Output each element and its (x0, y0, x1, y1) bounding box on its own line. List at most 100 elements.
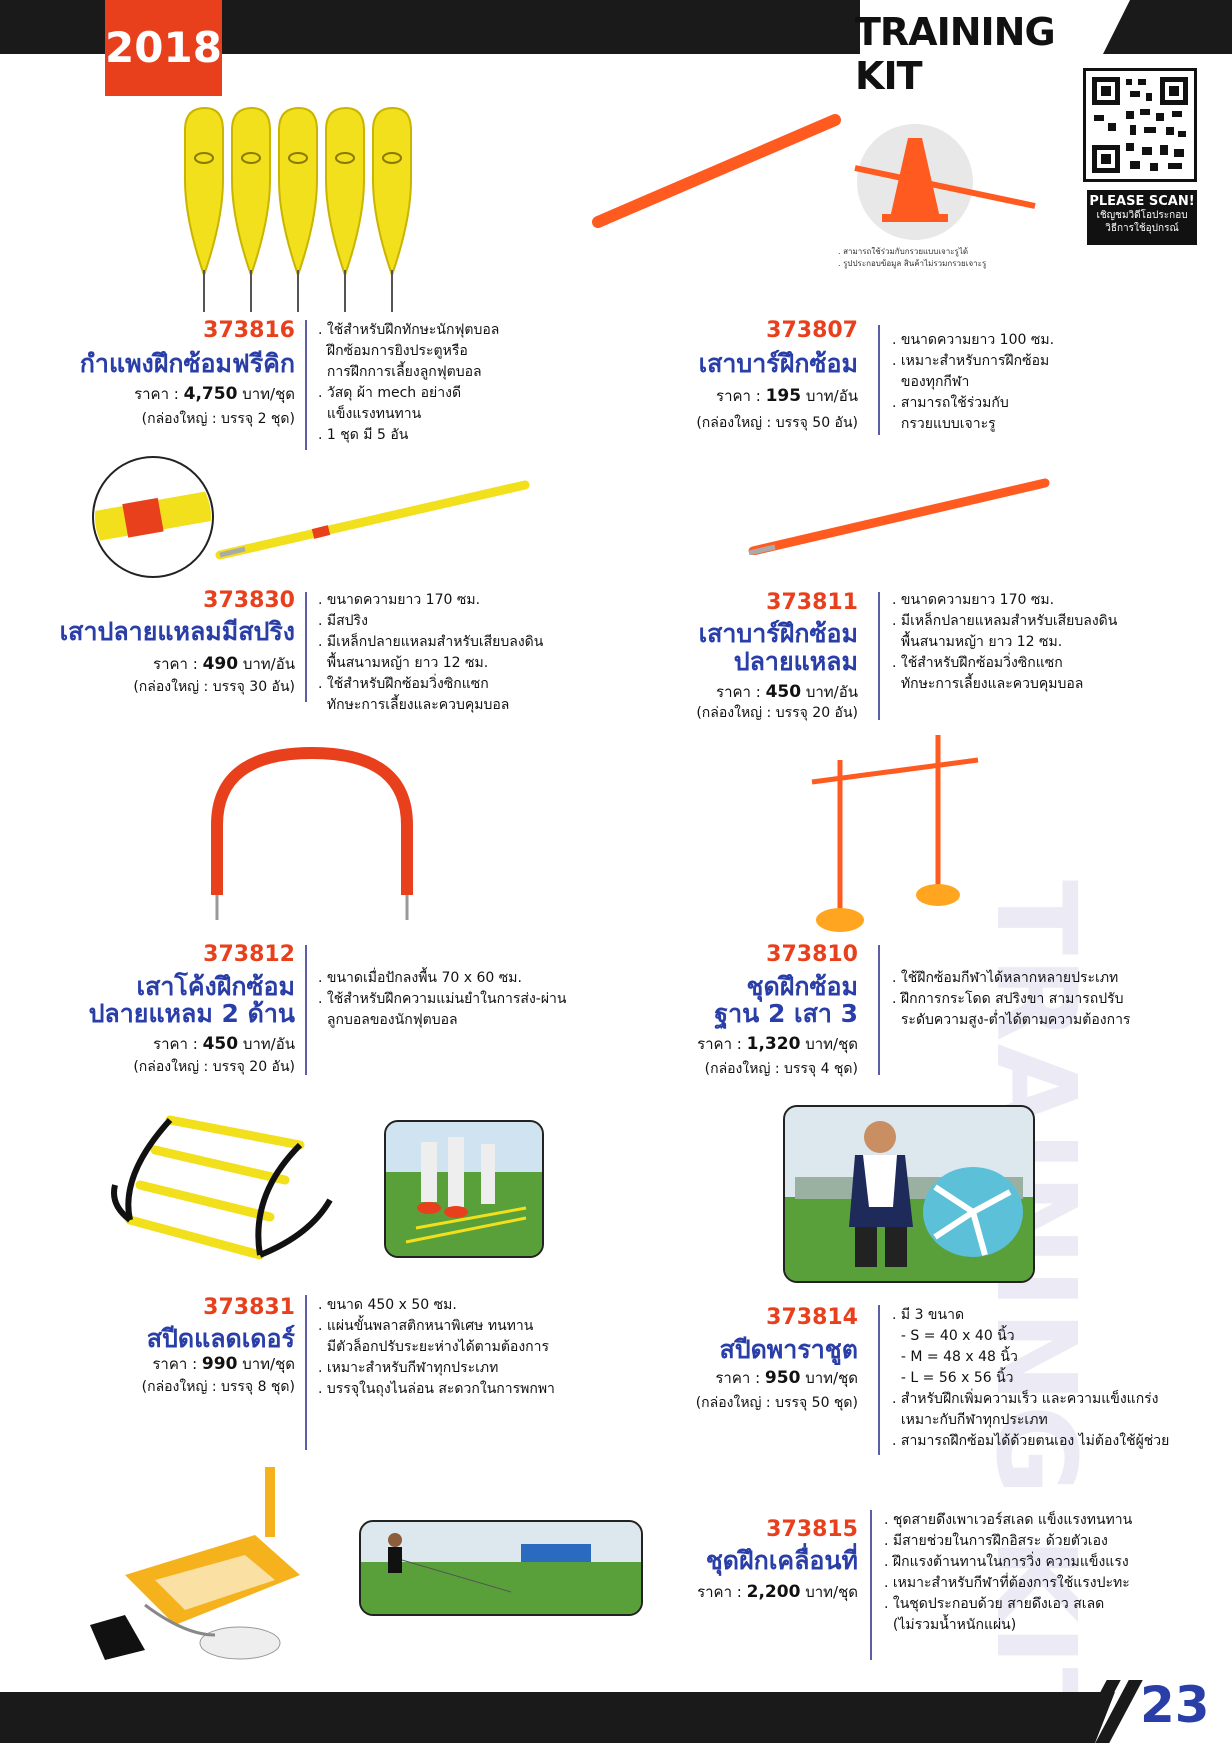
description-line: . เหมาะสำหรับกีฬาที่ต้องการใช้แรงปะทะ (884, 1575, 1130, 1591)
divider (878, 1305, 880, 1455)
product-name-line-2: ฐาน 2 เสา 3 (714, 999, 858, 1028)
scan-line-1: เชิญชมวิดีโอประกอบ (1096, 210, 1188, 221)
description-line: . มีสายช่วยในการฝึกอิสระ ด้วยตัวเอง (884, 1533, 1108, 1549)
bar-pole-image (592, 114, 1036, 240)
product-description: . ขนาดความยาว 100 ซม.. เหมาะสำหรับการฝึก… (892, 330, 1054, 435)
divider (878, 945, 880, 1075)
product-price: ราคา : 2,200 บาท/ชุด (697, 1582, 858, 1602)
header-title-panel (860, 0, 1130, 54)
description-line: . วัสดุ ผ้า mech อย่างดี (318, 385, 462, 401)
description-line: . ฝึกการกระโดด สปริงขา สามารถปรับ (892, 991, 1124, 1007)
description-line: - L = 56 x 56 นิ้ว (892, 1370, 1014, 1386)
description-line: . ขนาดเมื่อปักลงพื้น 70 x 60 ซม. (318, 970, 522, 986)
description-line: ทักษะการเลี้ยงและควบคุมบอล (892, 676, 1084, 692)
qr-code[interactable] (1083, 68, 1197, 182)
description-line: . ใช้สำหรับฝึกความแม่นยำในการส่ง-ผ่าน (318, 991, 567, 1007)
product-price: ราคา : 490 บาท/อัน (153, 654, 295, 674)
divider (870, 1510, 872, 1660)
product-name: เสาโค้งฝึกซ้อม (136, 972, 295, 1001)
description-line: - S = 40 x 40 นิ้ว (892, 1328, 1015, 1344)
description-line: การฝึกการเลี้ยงลูกฟุตบอล (318, 364, 482, 380)
product-name: เสาปลายแหลมมีสปริง (59, 617, 295, 646)
description-line: มีตัวล็อกปรับระยะห่างได้ตามต้องการ (318, 1339, 550, 1355)
sled-photo-image (361, 1522, 641, 1614)
product-code: 373812 (203, 942, 295, 967)
description-line: . มีสปริง (318, 613, 368, 629)
description-line: . มี 3 ขนาด (892, 1307, 965, 1323)
product-box-info: (กล่องใหญ่ : บรรจุ 4 ชุด) (704, 1061, 858, 1077)
qr-code-icon (1092, 77, 1188, 173)
product-code: 373807 (766, 318, 858, 343)
product-description: . ขนาดความยาว 170 ซม. . มีเหล็กปลายแหลมสำ… (892, 590, 1117, 695)
description-line: ฝึกซ้อมการยิงประตูหรือ (318, 343, 468, 359)
product-description: . ขนาด 450 x 50 ซม.. แผ่นขั้นพลาสติกหนาพ… (318, 1295, 555, 1400)
product-box-info: (กล่องใหญ่ : บรรจุ 20 อัน) (696, 705, 858, 721)
divider (305, 945, 307, 1075)
product-code: 373814 (766, 1305, 858, 1330)
description-line: . ใช้สำหรับฝึกซ้อมวิ่งซิกแซก (318, 676, 489, 692)
scan-line-2: วิธีการใช้อุปกรณ์ (1105, 223, 1179, 234)
spring-pole-image (92, 456, 530, 578)
divider (878, 325, 880, 435)
scan-title: PLEASE SCAN! (1089, 194, 1195, 209)
freekick-wall-image (184, 106, 412, 312)
product-price: ราคา : 450 บาท/อัน (716, 682, 858, 702)
divider (878, 592, 880, 720)
product-box-info: (กล่องใหญ่ : บรรจุ 2 ชุด) (141, 411, 295, 427)
description-line: . ใช้สำหรับฝึกทักษะนักฟุตบอล (318, 322, 500, 338)
product-name: สปีดแลดเดอร์ (146, 1324, 295, 1353)
description-line: . สามารถฝึกซ้อมได้ด้วยตนเอง ไม่ต้องใช้ผู… (892, 1433, 1170, 1449)
description-line: . สำหรับฝึกเพิ่มความเร็ว และความแข็งแกร่… (892, 1391, 1159, 1407)
product-code: 373811 (766, 590, 858, 615)
footer-bar (0, 1692, 1232, 1743)
ladder-photo-image (386, 1122, 542, 1256)
product-price: ราคา : 4,750 บาท/ชุด (134, 384, 295, 404)
description-line: แข็งแรงทนทาน (318, 406, 422, 422)
product-name: เสาบาร์ฝึกซ้อม (698, 619, 858, 648)
product-price: ราคา : 195 บาท/อัน (716, 386, 858, 406)
description-line: . ในชุดประกอบด้วย สายดึงเอว สเลด (884, 1596, 1105, 1612)
ladder-photo (384, 1120, 544, 1258)
product-name: สปีดพาราชูต (719, 1335, 858, 1364)
parachute-photo (783, 1105, 1035, 1283)
hurdle-set-image (811, 735, 979, 932)
description-line: . 1 ชุด มี 5 อัน (318, 427, 409, 443)
divider (305, 1295, 307, 1450)
product-box-info: (กล่องใหญ่ : บรรจุ 20 อัน) (133, 1059, 295, 1075)
arc-pole-image (211, 746, 413, 920)
product-description: . ใช้ฝึกซ้อมกีฬาได้หลากหลายประเภท . ฝึกกา… (892, 968, 1130, 1031)
description-line: . เหมาะสำหรับกีฬาทุกประเภท (318, 1360, 499, 1376)
product-price: ราคา : 990 บาท/ชุด (152, 1354, 295, 1374)
product-description: . ใช้สำหรับฝึกทักษะนักฟุตบอล ฝึกซ้อมการย… (318, 320, 499, 446)
description-line: พื้นสนามหญ้า ยาว 12 ซม. (892, 634, 1063, 650)
pole-note-2: . รูปประกอบข้อมูล สินค้าไม่รวมกรวยเจาะรู (838, 259, 987, 268)
speed-ladder-image (111, 1115, 333, 1260)
description-line: . สามารถใช้ร่วมกับ (892, 395, 1009, 411)
divider (305, 320, 307, 450)
product-description: . ขนาดเมื่อปักลงพื้น 70 x 60 ซม. . ใช้สำห… (318, 968, 567, 1031)
product-name-line-2: ปลายแหลม 2 ด้าน (88, 999, 295, 1028)
product-name: ชุดฝึกเคลื่อนที่ (705, 1546, 858, 1575)
description-line: . ขนาดความยาว 170 ซม. (318, 592, 481, 608)
product-box-info: (กล่องใหญ่ : บรรจุ 8 ชุด) (141, 1379, 295, 1395)
page-title: TRAINING KIT (855, 10, 1056, 98)
description-line: . ขนาดความยาว 170 ซม. (892, 592, 1055, 608)
spike-bar-pole-image (748, 478, 1050, 555)
product-price: ราคา : 950 บาท/ชุด (715, 1368, 858, 1388)
description-line: . ใช้ฝึกซ้อมกีฬาได้หลากหลายประเภท (892, 970, 1119, 986)
description-line: . ฝึกแรงต้านทานในการวิ่ง ความแข็งแรง (884, 1554, 1129, 1570)
description-line: กรวยแบบเจาะรู (892, 416, 996, 432)
product-price: ราคา : 1,320 บาท/ชุด (697, 1034, 858, 1054)
description-line: . ชุดสายดึงเพาเวอร์สเลด แข็งแรงทนทาน (884, 1512, 1133, 1528)
description-line: . มีเหล็กปลายแหลมสำหรับเสียบลงดิน (318, 634, 544, 650)
product-name: เสาบาร์ฝึกซ้อม (698, 349, 858, 378)
description-line: เหมาะกับกีฬาทุกประเภท (892, 1412, 1048, 1428)
description-line: . ขนาด 450 x 50 ซม. (318, 1297, 457, 1313)
description-line: . ใช้สำหรับฝึกซ้อมวิ่งซิกแซก (892, 655, 1063, 671)
description-line: (ไม่รวมน้ำหนักแผ่น) (884, 1617, 1017, 1633)
description-line: . มีเหล็กปลายแหลมสำหรับเสียบลงดิน (892, 613, 1118, 629)
product-code: 373816 (203, 318, 295, 343)
year-badge: 2018 (105, 0, 222, 96)
description-line: พื้นสนามหญ้า ยาว 12 ซม. (318, 655, 489, 671)
product-name-line-2: ปลายแหลม (733, 647, 858, 676)
